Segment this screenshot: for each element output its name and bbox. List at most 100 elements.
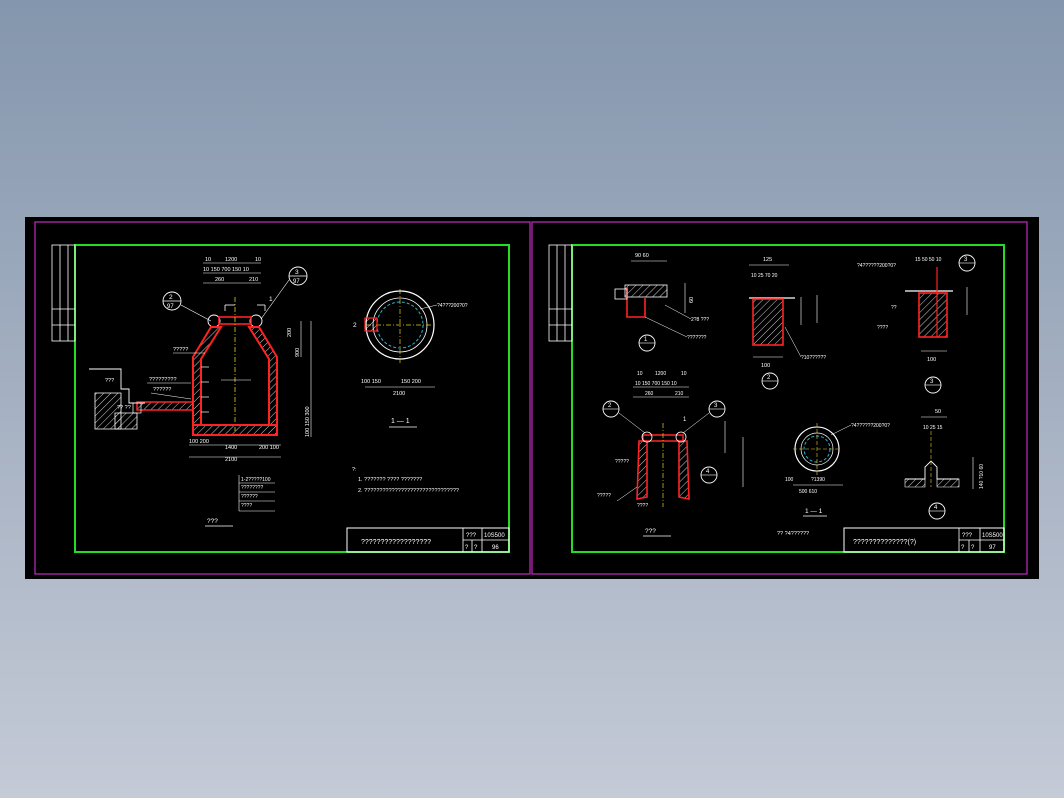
svg-text:10 150 700 150 10: 10 150 700 150 10: [635, 381, 677, 387]
left-title-row1: ?: [465, 545, 469, 551]
svg-text:2: 2: [169, 294, 173, 301]
detail-3: ?4??????200?0? 15 50 50 10 3 ?? ???? 100…: [857, 254, 976, 394]
left-callout-2: 2 97: [162, 291, 212, 322]
svg-text:10 25 70 20: 10 25 70 20: [751, 273, 778, 279]
left-title-row2: ?: [474, 545, 478, 551]
svg-text:60: 60: [689, 297, 695, 303]
right-title-row2: ?: [971, 545, 975, 551]
svg-text:????: ????: [877, 325, 888, 331]
left-callout-3: 3 97: [260, 266, 308, 320]
left-revision-strip: [51, 244, 76, 342]
left-notes: ?: 1. ??????? ???? ??????? 2. ??????????…: [352, 467, 459, 494]
right-title-label: ???: [962, 533, 973, 539]
right-drawing-title: ???: [645, 528, 656, 535]
svg-text:260: 260: [215, 277, 224, 283]
left-ground-profile: ??? ?? ?? ????????? ??????: [89, 368, 192, 430]
svg-text:3: 3: [295, 269, 299, 276]
svg-text:1: 1: [269, 296, 273, 303]
svg-text:2: 2: [608, 403, 612, 409]
left-frame: [74, 244, 510, 553]
svg-text:10: 10: [205, 257, 211, 263]
svg-text:10: 10: [255, 257, 261, 263]
svg-text:210: 210: [675, 391, 684, 397]
svg-text:200 100: 200 100: [259, 445, 279, 451]
svg-text:2100: 2100: [393, 391, 405, 397]
cad-drawing: ?????????????????? ??? 10S500 ? ? 96 10 …: [34, 221, 1028, 575]
svg-text:210: 210: [249, 277, 258, 283]
detail-3-callout: 3: [930, 379, 934, 385]
svg-text:?????: ?????: [615, 459, 629, 465]
detail-2: 125 10 25 70 20 ?10?????? 100 2: [749, 257, 826, 390]
svg-text:15 50 50 10: 15 50 50 10: [915, 257, 942, 263]
svg-text:?1390: ?1390: [811, 477, 825, 483]
svg-text:1200: 1200: [655, 371, 666, 377]
svg-text:10: 10: [681, 371, 687, 377]
svg-text:50: 50: [935, 409, 941, 415]
svg-text:?4??????200?0?: ?4??????200?0?: [851, 423, 890, 429]
svg-text:1400: 1400: [225, 445, 237, 451]
svg-text:1: 1: [683, 417, 687, 423]
left-title-text: ??????????????????: [361, 539, 431, 546]
svg-text:260: 260: [645, 391, 654, 397]
svg-text:150 200: 150 200: [401, 379, 421, 385]
left-drawing-title: ???: [207, 518, 218, 525]
svg-text:2: 2: [767, 375, 771, 381]
right-plan-section-title: 1 — 1: [805, 508, 823, 515]
svg-text:100 150: 100 150: [361, 379, 381, 385]
right-frame: [571, 244, 1005, 553]
svg-text:1: 1: [644, 337, 648, 343]
svg-text:10: 10: [637, 371, 643, 377]
svg-text:????????: ????????: [241, 485, 263, 491]
svg-text:90 60: 90 60: [635, 253, 649, 259]
left-top-dimensions: 10 1200 10 10 150 700 150 10 260 210: [203, 257, 261, 284]
svg-text:100: 100: [785, 477, 794, 483]
right-manhole-section: 10 1200 10 10 150 700 150 10 260 210 2 3…: [597, 371, 744, 537]
svg-text:2?8 ???: 2?8 ???: [691, 317, 709, 323]
svg-text:?4??????200?0?: ?4??????200?0?: [857, 263, 896, 269]
right-sheet-number: 97: [989, 545, 996, 551]
left-sheet: ?????????????????? ??? 10S500 ? ? 96 10 …: [34, 221, 531, 575]
svg-text:???????: ???????: [687, 335, 707, 341]
svg-text:??: ??: [891, 305, 897, 311]
left-side-dimensions: 200 900 100 150 300: [287, 321, 312, 437]
right-title-code: 10S500: [982, 533, 1003, 539]
svg-text:100 200: 100 200: [189, 439, 209, 445]
plan-section-mark: 2: [353, 322, 357, 329]
svg-text:100 150 300: 100 150 300: [305, 406, 311, 437]
svg-text:1-2?????100: 1-2?????100: [241, 477, 271, 483]
right-title-block: ??????????????(?) ??? 10S500 ? ? 97: [843, 527, 1005, 553]
svg-text:?????: ?????: [597, 493, 611, 499]
svg-text:??????: ??????: [153, 387, 171, 393]
right-title-text: ??????????????(?): [853, 539, 916, 546]
left-manhole-section: ????? 1: [132, 296, 278, 436]
svg-text:100: 100: [761, 363, 770, 369]
svg-text:????: ????: [241, 503, 252, 509]
svg-text:10 150 700 150 10: 10 150 700 150 10: [203, 267, 249, 273]
right-sheet: ??????????????(?) ??? 10S500 ? ? 97 90 6…: [531, 221, 1028, 575]
left-label-manhole: ?????: [173, 347, 188, 353]
svg-text:4: 4: [706, 469, 710, 475]
svg-text:140 ?10 60: 140 ?10 60: [979, 464, 985, 489]
svg-text:2100: 2100: [225, 457, 237, 463]
detail-4: 50 10 25 15 140 ?10 60 4: [904, 409, 985, 520]
svg-text:2. ???????????????????????????: 2. ???????????????????????????????: [358, 488, 459, 494]
left-title-code: 10S500: [484, 533, 505, 539]
svg-text:?10??????: ?10??????: [801, 355, 826, 361]
right-sheet-border: [531, 221, 1028, 575]
right-title-row1: ?: [961, 545, 965, 551]
svg-text:4: 4: [934, 505, 938, 511]
svg-text:??????: ??????: [241, 494, 258, 500]
right-bottom-note: ?? ?4??????: [777, 531, 809, 537]
cad-drawing-canvas: ?????????????????? ??? 10S500 ? ? 96 10 …: [25, 217, 1039, 579]
plan-note: ?4???200?0?: [437, 303, 468, 309]
left-sheet-number: 96: [492, 545, 499, 551]
svg-text:125: 125: [763, 257, 772, 263]
left-title-label: ???: [466, 533, 477, 539]
svg-text:97: 97: [167, 304, 174, 310]
svg-text:100: 100: [927, 357, 936, 363]
svg-text:500 610: 500 610: [799, 489, 817, 495]
svg-text:???: ???: [105, 378, 114, 384]
left-title-block: ?????????????????? ??? 10S500 ? ? 96: [346, 527, 510, 553]
svg-text:?:: ?:: [352, 467, 357, 473]
svg-text:200: 200: [287, 328, 293, 337]
